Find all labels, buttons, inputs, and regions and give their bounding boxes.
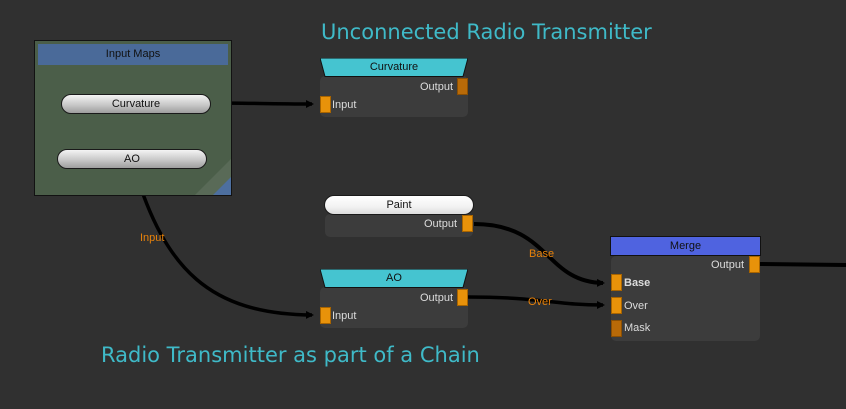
wire-ao-to-merge-over[interactable] xyxy=(467,295,605,309)
output-label: Output xyxy=(424,218,458,230)
wire-merge-output[interactable] xyxy=(759,262,846,267)
transmitter-header-shape xyxy=(320,269,468,288)
output-port[interactable] xyxy=(749,256,760,273)
frame-title[interactable]: Input Maps xyxy=(38,44,228,65)
node-title: Curvature xyxy=(369,61,419,73)
input-port[interactable] xyxy=(320,96,331,113)
input-maps-frame[interactable]: Input Maps xyxy=(34,40,232,196)
frame-resize-handle[interactable] xyxy=(213,177,231,195)
merge-node-header[interactable]: Merge xyxy=(610,236,761,256)
base-input-label: Base xyxy=(624,277,651,289)
output-label: Output xyxy=(420,292,454,304)
output-port[interactable] xyxy=(462,215,473,232)
wire-label-base: Base xyxy=(529,248,555,260)
wire-ao-to-transmitter[interactable] xyxy=(132,166,314,319)
output-label: Output xyxy=(420,81,454,93)
over-input-label: Over xyxy=(624,300,648,312)
input-port[interactable] xyxy=(320,307,331,324)
mask-input-label: Mask xyxy=(624,322,651,334)
caption-transmitter-chain: Radio Transmitter as part of a Chain xyxy=(101,343,480,367)
curvature-transmitter-body[interactable] xyxy=(320,76,468,117)
output-port[interactable] xyxy=(457,78,468,95)
base-input-port[interactable] xyxy=(611,274,622,291)
wire-paint-to-merge-base[interactable] xyxy=(473,222,605,287)
transmitter-header-shape xyxy=(320,58,468,77)
ao-receiver-node[interactable]: AO xyxy=(57,149,207,169)
paint-node-header[interactable]: Paint xyxy=(324,195,474,215)
node-title: AO xyxy=(386,272,402,284)
merge-node-body[interactable] xyxy=(611,256,760,341)
ao-transmitter-body[interactable] xyxy=(320,287,468,328)
curvature-receiver-node[interactable]: Curvature xyxy=(61,94,211,114)
ao-transmitter-header[interactable]: AO xyxy=(320,269,468,288)
paint-node-body[interactable] xyxy=(325,214,473,237)
curvature-transmitter-header[interactable]: Curvature xyxy=(320,58,468,77)
wire-label-input: Input xyxy=(140,232,165,244)
output-port[interactable] xyxy=(457,289,468,306)
input-label: Input xyxy=(332,99,357,111)
wire-label-over: Over xyxy=(528,296,552,308)
input-label: Input xyxy=(332,310,357,322)
output-label: Output xyxy=(711,259,745,271)
over-input-port[interactable] xyxy=(611,297,622,314)
caption-unconnected-transmitter: Unconnected Radio Transmitter xyxy=(321,20,652,44)
mask-input-port[interactable] xyxy=(611,320,622,337)
